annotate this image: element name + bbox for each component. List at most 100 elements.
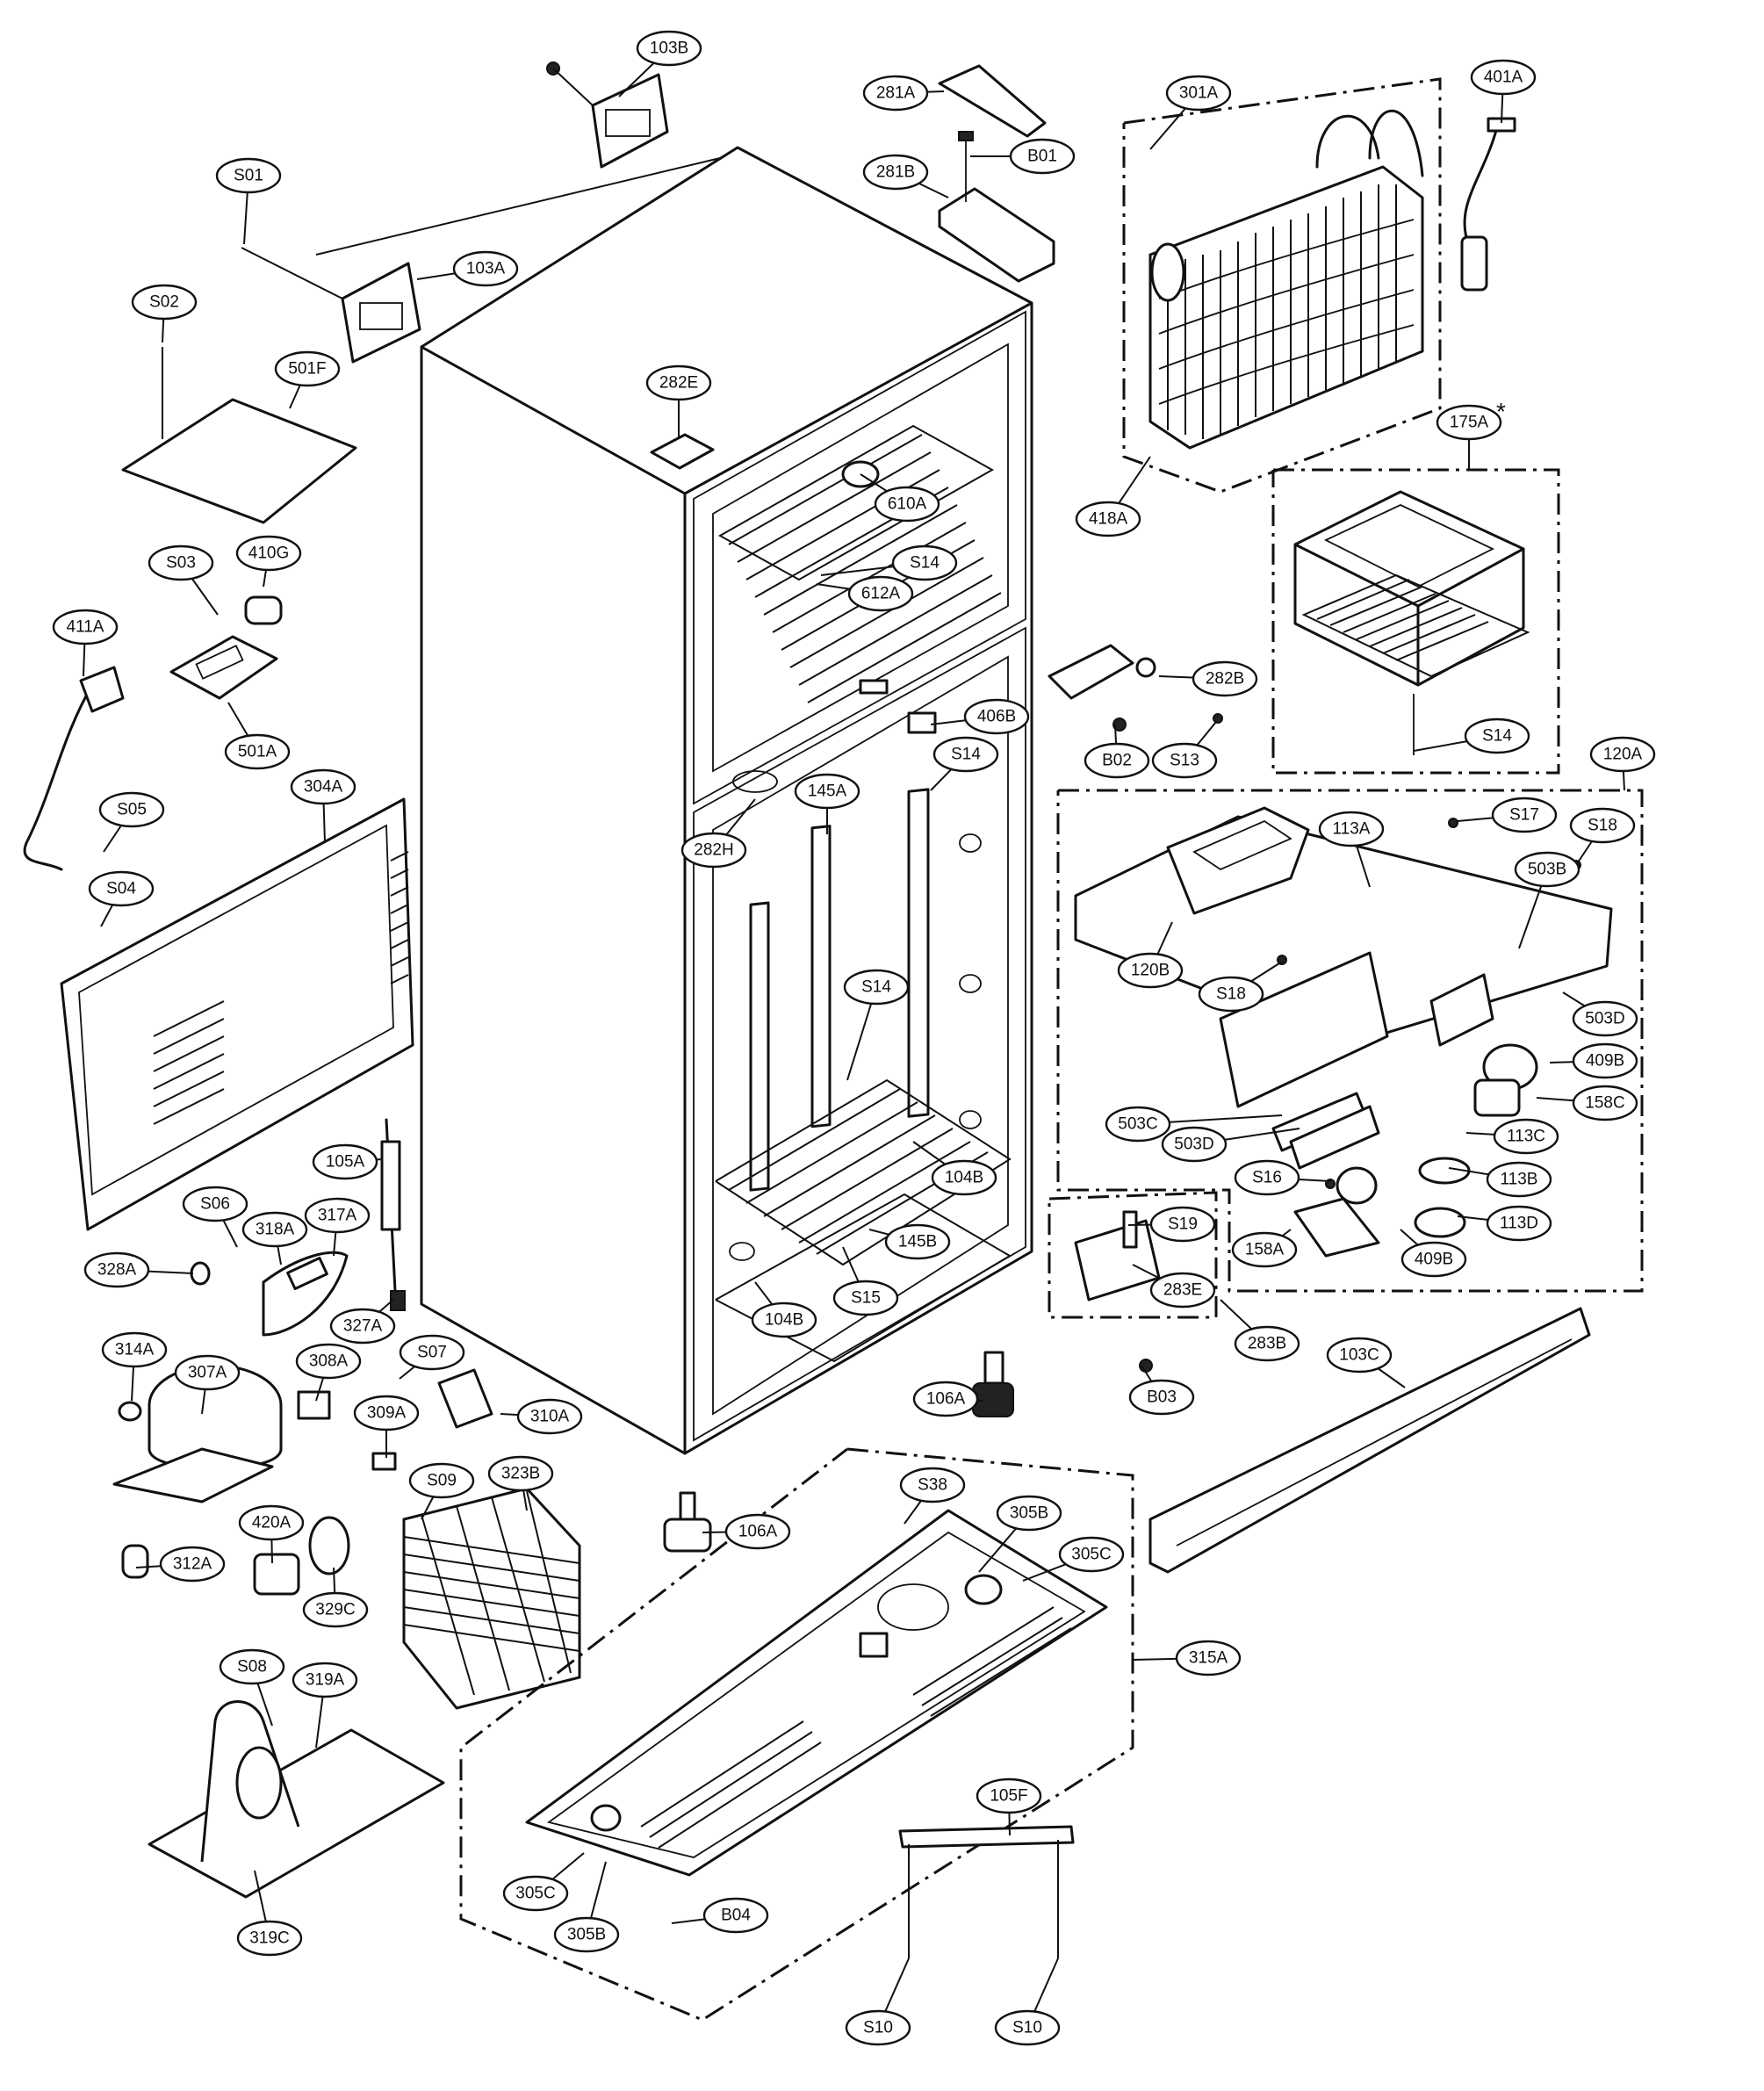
callout-label: 318A — [256, 1221, 295, 1239]
callout-175a: 175A — [1436, 404, 1502, 470]
callout-s14: S14 — [1413, 717, 1530, 754]
callout-105f: 105F — [976, 1777, 1042, 1836]
callout-103a: 103A — [416, 250, 519, 287]
callout-s38: S38 — [899, 1467, 966, 1525]
callout-bubble — [884, 1223, 951, 1260]
callout-label: 308A — [309, 1352, 349, 1371]
condenser-323B — [402, 1487, 581, 1710]
callout-label: 406B — [977, 708, 1016, 726]
callout-418a: 418A — [1075, 456, 1151, 537]
callout-bubble — [224, 733, 291, 770]
callout-bubble — [912, 1381, 979, 1417]
callout-label: 281A — [876, 84, 916, 103]
callout-label: 327A — [343, 1317, 383, 1336]
callout-label: S06 — [200, 1195, 230, 1214]
callout-label: 283E — [1163, 1281, 1202, 1300]
callout-label: 312A — [173, 1555, 212, 1574]
callout-103c: 103C — [1326, 1337, 1406, 1388]
callout-label: 410G — [248, 544, 289, 563]
callout-bubble — [1058, 1536, 1125, 1573]
callout-label: 158A — [1245, 1241, 1285, 1259]
callout-label: 305C — [515, 1885, 555, 1903]
callout-283e: 283E — [1132, 1264, 1216, 1309]
callout-bubble — [1149, 1206, 1216, 1243]
callout-label: 113D — [1500, 1215, 1538, 1233]
callout-label: 282H — [694, 841, 733, 860]
fan-motor-420A — [253, 1516, 350, 1596]
callout-label: S13 — [1170, 752, 1199, 770]
callout-label: S10 — [863, 2019, 893, 2037]
callout-503b: 503B — [1514, 851, 1580, 949]
callout-bubble — [553, 1916, 620, 1953]
callout-label: 113C — [1507, 1128, 1545, 1146]
callout-301a: 301A — [1149, 75, 1232, 150]
drain-pan-319A — [148, 1700, 445, 1899]
callout-bubble — [1198, 976, 1264, 1013]
callout-bubble — [101, 1331, 168, 1368]
callout-bubble — [215, 157, 282, 194]
callout-bubble — [236, 1920, 303, 1957]
callout-305c: 305C — [502, 1852, 585, 1912]
callout-bubble — [1231, 1231, 1298, 1268]
callout-label: 106A — [926, 1390, 966, 1409]
callout-bubble — [241, 1211, 308, 1248]
callout-bubble — [1234, 1325, 1300, 1362]
callout-503c: 503C — [1105, 1106, 1283, 1143]
callout-s19: S19 — [1127, 1206, 1216, 1243]
callout-bubble — [408, 1462, 475, 1499]
callout-label: 409B — [1586, 1052, 1624, 1071]
callout-label: 418A — [1089, 510, 1128, 529]
callout-307a: 307A — [174, 1354, 241, 1415]
callout-label: 401A — [1484, 68, 1523, 87]
callout-label: 309A — [367, 1404, 407, 1423]
callout-s08: S08 — [219, 1648, 285, 1727]
callout-113c: 113C — [1465, 1118, 1559, 1155]
hinge-cover-103B — [546, 61, 669, 169]
callout-501f: 501F — [274, 350, 341, 409]
callout-bubble — [1149, 1272, 1216, 1309]
base-grille-103C — [1148, 1307, 1591, 1574]
callout-label: 304A — [304, 778, 343, 797]
callout-bubble — [1151, 742, 1218, 779]
callout-bubble — [52, 609, 119, 645]
bracket-310A — [437, 1368, 493, 1429]
callout-label: S18 — [1588, 817, 1617, 835]
callout-label: S19 — [1168, 1215, 1198, 1234]
callout-label: 305B — [1010, 1504, 1048, 1523]
callout-612a: 612A — [816, 575, 914, 612]
callout-label: 282E — [659, 374, 698, 393]
callout-317a: 317A — [304, 1197, 371, 1257]
callout-b04: B04 — [671, 1897, 769, 1934]
grommet-312A — [121, 1544, 149, 1579]
callout-label: S18 — [1216, 985, 1246, 1004]
leveling-foot-106A — [663, 1351, 1014, 1553]
callout-bubble — [1486, 1161, 1552, 1198]
callout-bubble — [976, 1777, 1042, 1814]
callout-312a: 312A — [135, 1546, 226, 1583]
callout-label: B01 — [1027, 148, 1057, 166]
footnote-marker: * — [1496, 398, 1506, 425]
callout-bubble — [159, 1546, 226, 1583]
callout-bubble — [1165, 75, 1232, 112]
callout-bubble — [1400, 1241, 1467, 1278]
callout-bubble — [1486, 1205, 1552, 1242]
callout-label: 120B — [1131, 962, 1170, 980]
callout-s06: S06 — [182, 1186, 248, 1248]
callout-label: 329C — [315, 1601, 355, 1619]
ice-bin-175A — [1271, 468, 1560, 775]
relay-317A — [262, 1251, 349, 1337]
callout-305c: 305C — [1022, 1536, 1125, 1582]
freezer-shelf — [717, 424, 1002, 703]
callout-s10: S10 — [994, 1958, 1061, 2046]
callout-label: 409B — [1415, 1251, 1453, 1269]
callout-label: 310A — [530, 1408, 570, 1426]
callout-bubble — [98, 791, 165, 828]
callout-105a: 105A — [312, 1143, 383, 1180]
callout-bubble — [1589, 736, 1656, 773]
callout-401a: 401A — [1470, 59, 1537, 124]
callout-bubble — [1117, 952, 1184, 989]
callout-label: S38 — [918, 1476, 947, 1495]
callout-s14: S14 — [820, 544, 958, 581]
callout-bubble — [680, 832, 747, 869]
callout-bubble — [1464, 717, 1530, 754]
